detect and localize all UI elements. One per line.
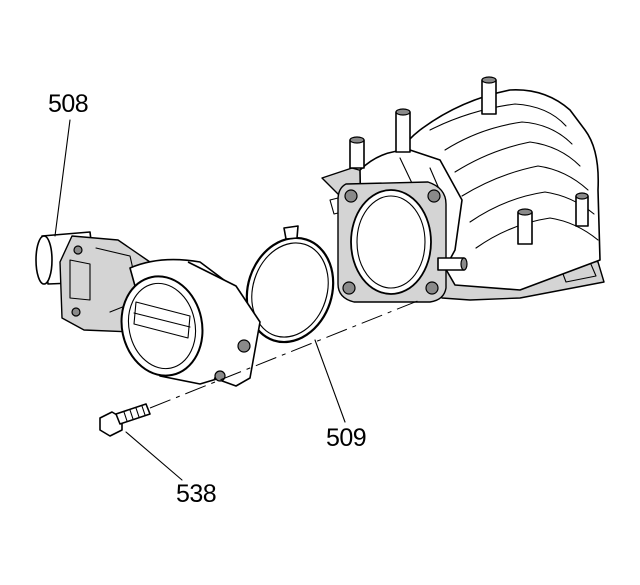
bolt xyxy=(99,403,151,437)
callout-509: 509 xyxy=(326,424,367,452)
alignment-centerline xyxy=(149,299,421,409)
leader-lines xyxy=(54,119,346,481)
throttle-body xyxy=(35,231,261,387)
gasket xyxy=(245,225,335,344)
callout-538: 538 xyxy=(176,480,217,508)
intake-manifold xyxy=(321,76,605,303)
callout-508: 508 xyxy=(48,90,89,118)
